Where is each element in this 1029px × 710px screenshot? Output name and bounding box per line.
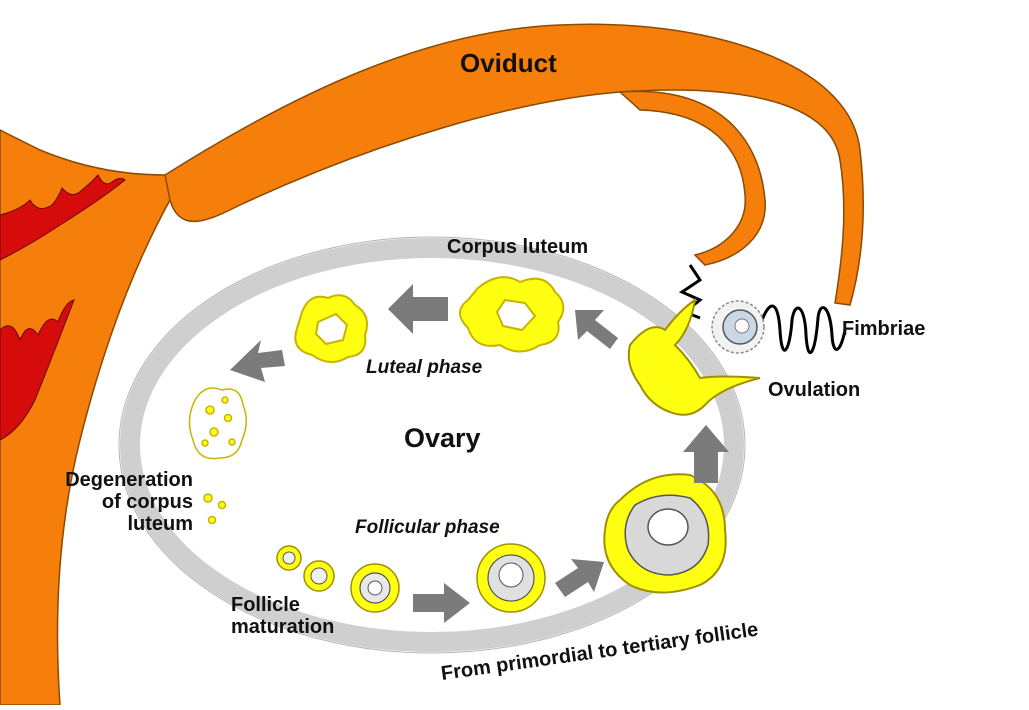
uterus	[0, 129, 173, 706]
ovulation-rupture	[627, 297, 761, 416]
arrow-follicle-step2	[555, 559, 604, 597]
degenerating-spot	[217, 500, 227, 510]
oviduct-label: Oviduct	[460, 48, 557, 78]
degenerating-spot	[228, 438, 236, 446]
degeneration-label-line2: of corpus	[102, 491, 193, 513]
corpus-luteum	[459, 276, 565, 353]
follicle-secondary	[350, 563, 400, 613]
arrow-to-degeneration	[230, 340, 285, 382]
ovulation-label: Ovulation	[768, 379, 860, 401]
follicle-sequence	[276, 473, 727, 613]
degenerating-spot	[209, 427, 219, 437]
uterine-wall	[0, 129, 173, 706]
oviduct-inner-tube	[618, 90, 766, 266]
follicle-primary	[303, 560, 335, 592]
arrow-follicle-step1	[413, 583, 470, 623]
oocyte	[711, 300, 765, 354]
arrow-to-ovulation	[683, 425, 729, 483]
ovary-label: Ovary	[404, 423, 481, 453]
fimbriae-label: Fimbriae	[842, 318, 925, 340]
degenerating-spot	[205, 405, 215, 415]
degenerating-outline	[188, 387, 247, 460]
ovary-ring-outline	[118, 236, 746, 654]
follicle-primordial	[276, 545, 302, 571]
from-primordial-label: From primordial to tertiary follicle	[440, 619, 760, 685]
degeneration-label-line3: luteum	[127, 513, 193, 535]
follicle-tertiary	[603, 473, 727, 594]
degenerating-spot	[207, 515, 217, 525]
uterine-lining-lower	[0, 299, 75, 441]
corpus-luteum-core	[495, 298, 537, 332]
follicular-phase-label: Follicular phase	[355, 517, 500, 538]
ovary-ring	[120, 238, 744, 652]
corpus-luteum-label: Corpus luteum	[447, 236, 588, 258]
luteal-body	[294, 294, 368, 363]
degenerating-corpus-luteum	[188, 387, 247, 525]
cycle-arrows	[230, 284, 729, 623]
arrow-from-ovulation	[575, 310, 618, 349]
oviduct-tube	[164, 23, 864, 306]
follicle-maturation-label-line1: Follicle	[231, 594, 300, 616]
luteal-body-core	[314, 312, 349, 346]
degenerating-spot	[223, 413, 233, 423]
arrow-to-corpus-luteum	[388, 284, 448, 334]
degenerating-spot	[203, 493, 213, 503]
luteal-phase-label: Luteal phase	[366, 357, 483, 378]
uterine-lining-upper	[0, 174, 126, 261]
degenerating-spot	[221, 396, 229, 404]
follicle-maturation-label-line2: maturation	[231, 616, 334, 638]
fimbriae	[678, 264, 847, 354]
fimbriae-right	[760, 304, 847, 354]
degeneration-label-line1: Degeneration	[65, 469, 193, 491]
follicle-early-tertiary	[476, 543, 546, 613]
degenerating-spot	[201, 439, 209, 447]
